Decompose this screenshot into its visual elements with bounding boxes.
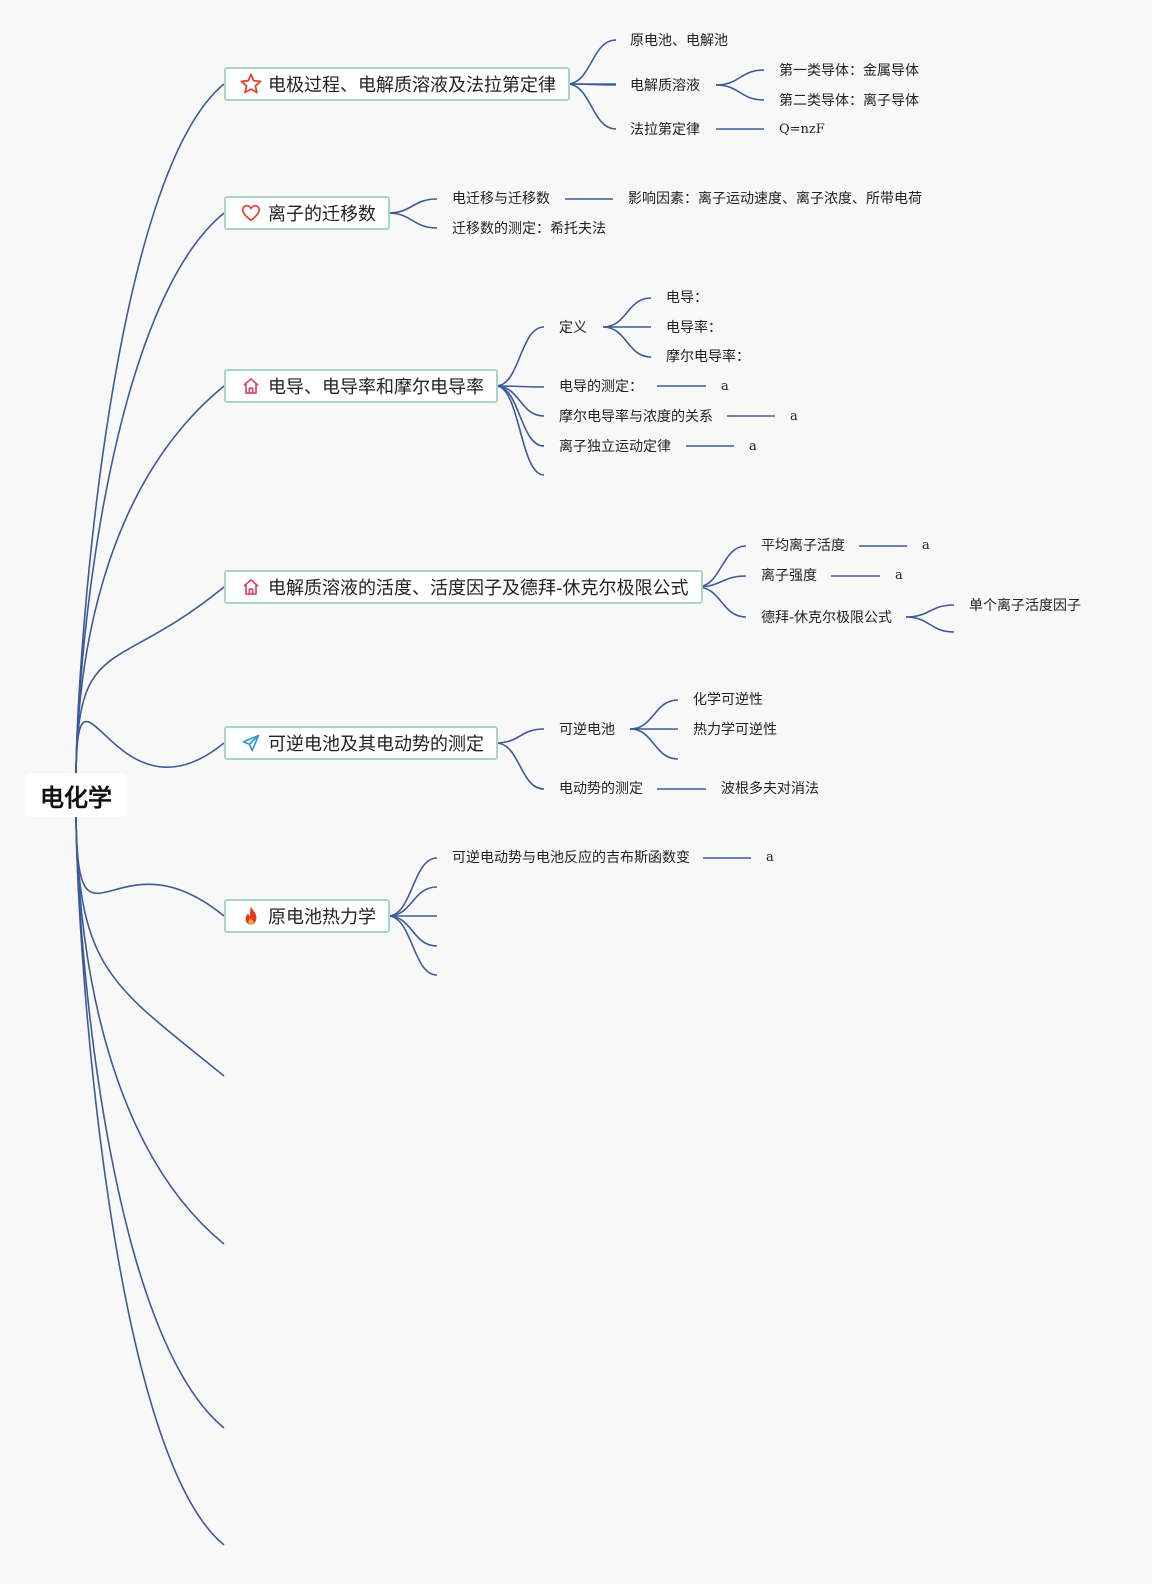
connector-line (387, 857, 438, 917)
topic-label: 可逆电池及其电动势的测定 (268, 734, 484, 755)
node-label[interactable]: a (721, 379, 729, 394)
topic-conductance[interactable]: 电导、电导率和摩尔电导率 (224, 369, 498, 403)
node-label[interactable]: 第一类导体：金属导体 (779, 63, 919, 79)
connector-line (75, 586, 225, 774)
connector-line (905, 604, 955, 618)
node-label[interactable]: 电导率： (666, 320, 722, 336)
fire-icon (238, 903, 264, 929)
connector-line (715, 84, 765, 101)
node-label[interactable]: 离子独立运动定律 (559, 439, 671, 455)
connector-line (75, 816, 225, 1546)
topic-label: 电导、电导率和摩尔电导率 (268, 377, 484, 398)
node-label[interactable]: 化学可逆性 (693, 692, 763, 708)
node-label[interactable]: a (790, 409, 798, 424)
node-label[interactable]: 第二类导体：离子导体 (779, 93, 919, 109)
connector-line (566, 83, 617, 130)
paper-plane-icon (238, 730, 264, 756)
connector-line (566, 39, 617, 85)
node-label[interactable]: 可逆电池 (559, 722, 615, 738)
star-icon (238, 71, 264, 97)
topic-label: 电解质溶液的活度、活度因子及德拜-休克尔极限公式 (268, 578, 689, 599)
connector-line (629, 699, 679, 730)
node-label[interactable]: 德拜-休克尔极限公式 (761, 610, 893, 626)
node-label[interactable]: 热力学可逆性 (693, 722, 777, 738)
topic-transference-number[interactable]: 离子的迁移数 (224, 196, 390, 230)
home-icon (238, 574, 264, 600)
topic-label: 电极过程、电解质溶液及法拉第定律 (268, 75, 556, 96)
node-label[interactable]: 波根多夫对消法 (721, 781, 819, 797)
topic-electrode-process[interactable]: 电极过程、电解质溶液及法拉第定律 (224, 67, 570, 101)
node-label[interactable]: 电动势的测定 (559, 781, 643, 797)
connector-line (696, 586, 747, 618)
node-label[interactable]: 影响因素：离子运动速度、离子浓度、所带电荷 (628, 191, 922, 207)
connector-line (387, 915, 438, 947)
connector-line (75, 816, 225, 1245)
connector-line (387, 198, 438, 214)
node-label[interactable]: 摩尔电导率： (666, 349, 750, 365)
connector-line (495, 326, 545, 387)
connector-line (75, 385, 225, 774)
connector-line (696, 545, 747, 588)
topic-label: 离子的迁移数 (268, 204, 376, 225)
node-label[interactable]: 摩尔电导率与浓度的关系 (559, 409, 713, 425)
connector-line (602, 297, 652, 328)
node-label[interactable]: a (895, 568, 903, 583)
connector-line (715, 69, 765, 86)
node-label[interactable]: 电迁移与迁移数 (452, 191, 550, 207)
connector-line (495, 728, 545, 744)
node-label[interactable]: 可逆电动势与电池反应的吉布斯函数变 (452, 850, 690, 866)
topic-activity[interactable]: 电解质溶液的活度、活度因子及德拜-休克尔极限公式 (224, 570, 703, 604)
connector-line (905, 616, 955, 633)
root-node[interactable]: 电化学 (26, 773, 126, 817)
node-label[interactable]: Q=nzF (779, 122, 825, 137)
connector-line (75, 83, 225, 774)
node-label[interactable]: 电解质溶液 (630, 78, 700, 94)
topic-reversible-cell[interactable]: 可逆电池及其电动势的测定 (224, 726, 498, 760)
node-label[interactable]: 定义 (559, 320, 587, 336)
connector-line (495, 385, 545, 447)
connector-line (75, 816, 225, 1077)
node-label[interactable]: 迁移数的测定：希托夫法 (452, 221, 606, 237)
connector-line (387, 915, 438, 976)
heart-icon (238, 200, 264, 226)
node-label[interactable]: a (749, 439, 757, 454)
node-label[interactable]: 电导的测定： (559, 379, 643, 395)
connector-line (75, 816, 225, 917)
node-label[interactable]: 平均离子活度 (761, 538, 845, 554)
node-label[interactable]: 单个离子活度因子 (969, 598, 1081, 614)
connector-line (387, 886, 438, 917)
node-label[interactable]: a (766, 850, 774, 865)
connector-line (75, 720, 225, 774)
topic-cell-thermodynamics[interactable]: 原电池热力学 (224, 899, 390, 933)
node-label[interactable]: 离子强度 (761, 568, 817, 584)
node-label[interactable]: 法拉第定律 (630, 122, 700, 138)
home-icon (238, 373, 264, 399)
connector-line (629, 728, 679, 760)
node-label[interactable]: a (922, 538, 930, 553)
connector-line (387, 212, 438, 229)
node-label[interactable]: 电导： (666, 290, 708, 306)
connector-line (495, 385, 545, 476)
topic-label: 原电池热力学 (268, 907, 376, 928)
connector-line (495, 742, 545, 790)
node-label[interactable]: 原电池、电解池 (630, 33, 728, 49)
connector-line (495, 385, 545, 417)
connector-line (602, 326, 652, 358)
